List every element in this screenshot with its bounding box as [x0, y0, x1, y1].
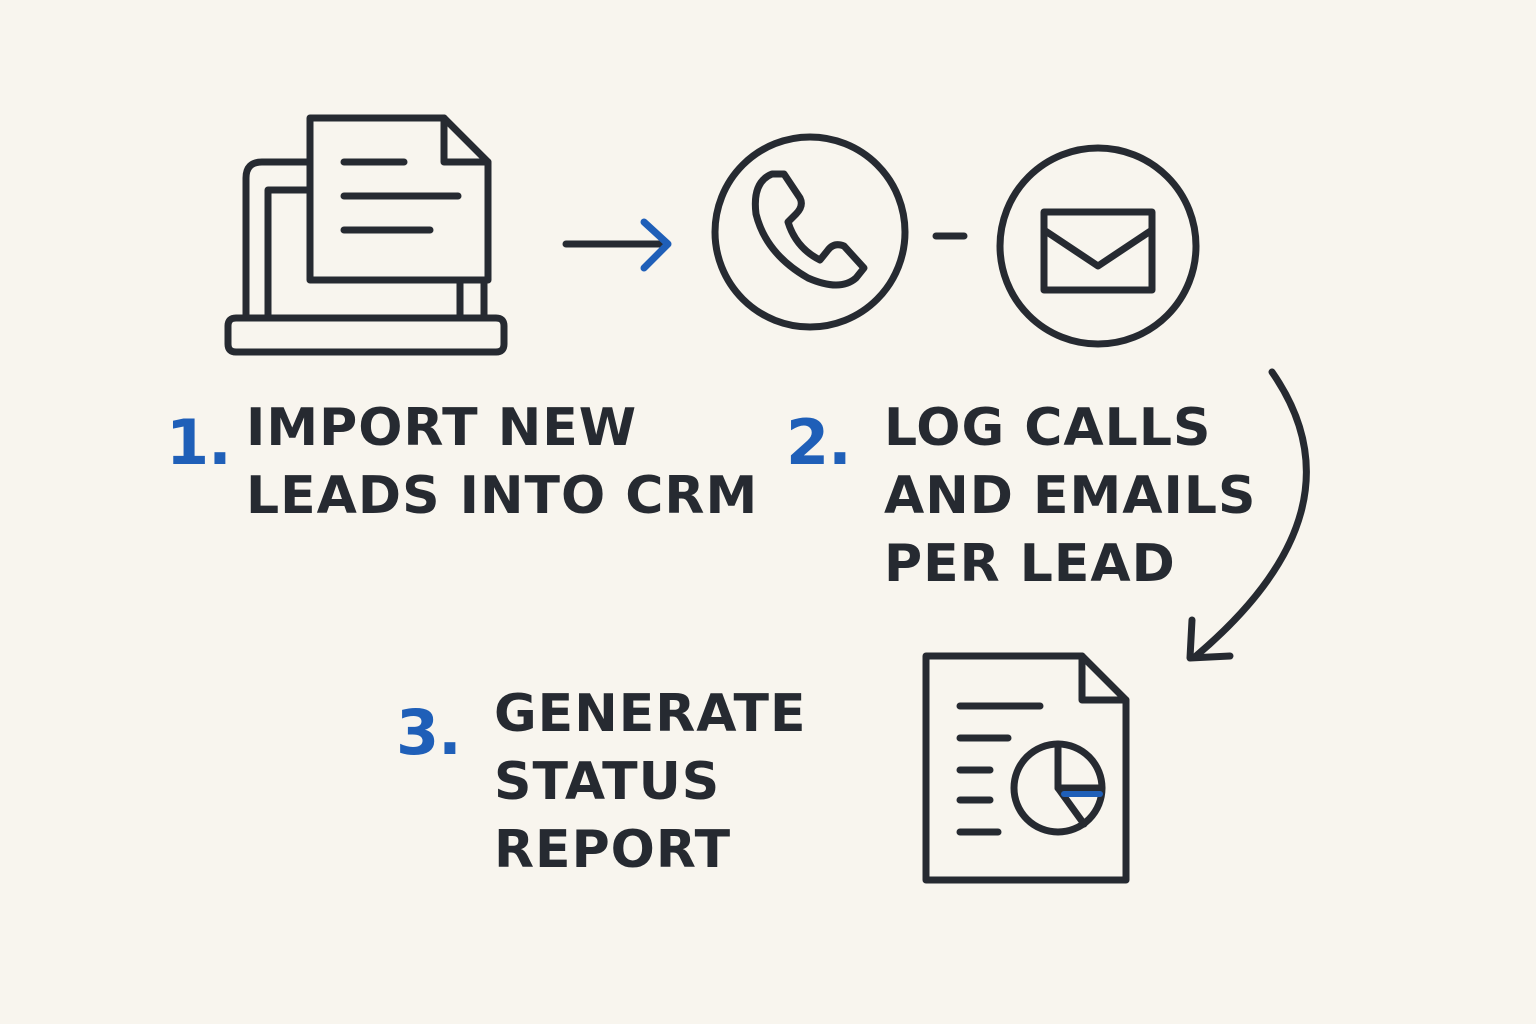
step-label-line: PER LEAD [884, 534, 1176, 594]
step-label-line: LOG CALLS [884, 398, 1212, 458]
curved-arrow-icon [1186, 368, 1310, 662]
step-number: 1. [166, 406, 232, 479]
report-chart-icon [922, 652, 1130, 884]
laptop-document-icon [224, 114, 508, 356]
step-label: GENERATE STATUS REPORT [494, 680, 806, 884]
step-label-line: IMPORT NEW [246, 398, 638, 458]
step-label-line: STATUS [494, 752, 721, 812]
envelope-icon [996, 144, 1200, 348]
step-label-line: AND EMAILS [884, 466, 1257, 526]
step-label: LOG CALLS AND EMAILS PER LEAD [884, 394, 1256, 598]
step-label: IMPORT NEW LEADS INTO CRM [246, 394, 758, 530]
step-number: 2. [786, 406, 852, 479]
arrow-right-icon [562, 218, 672, 272]
step-label-line: LEADS INTO CRM [246, 466, 759, 526]
phone-icon [711, 133, 909, 331]
step-label-line: REPORT [494, 820, 732, 880]
step-number: 3. [396, 696, 462, 769]
step-label-line: GENERATE [494, 684, 807, 744]
